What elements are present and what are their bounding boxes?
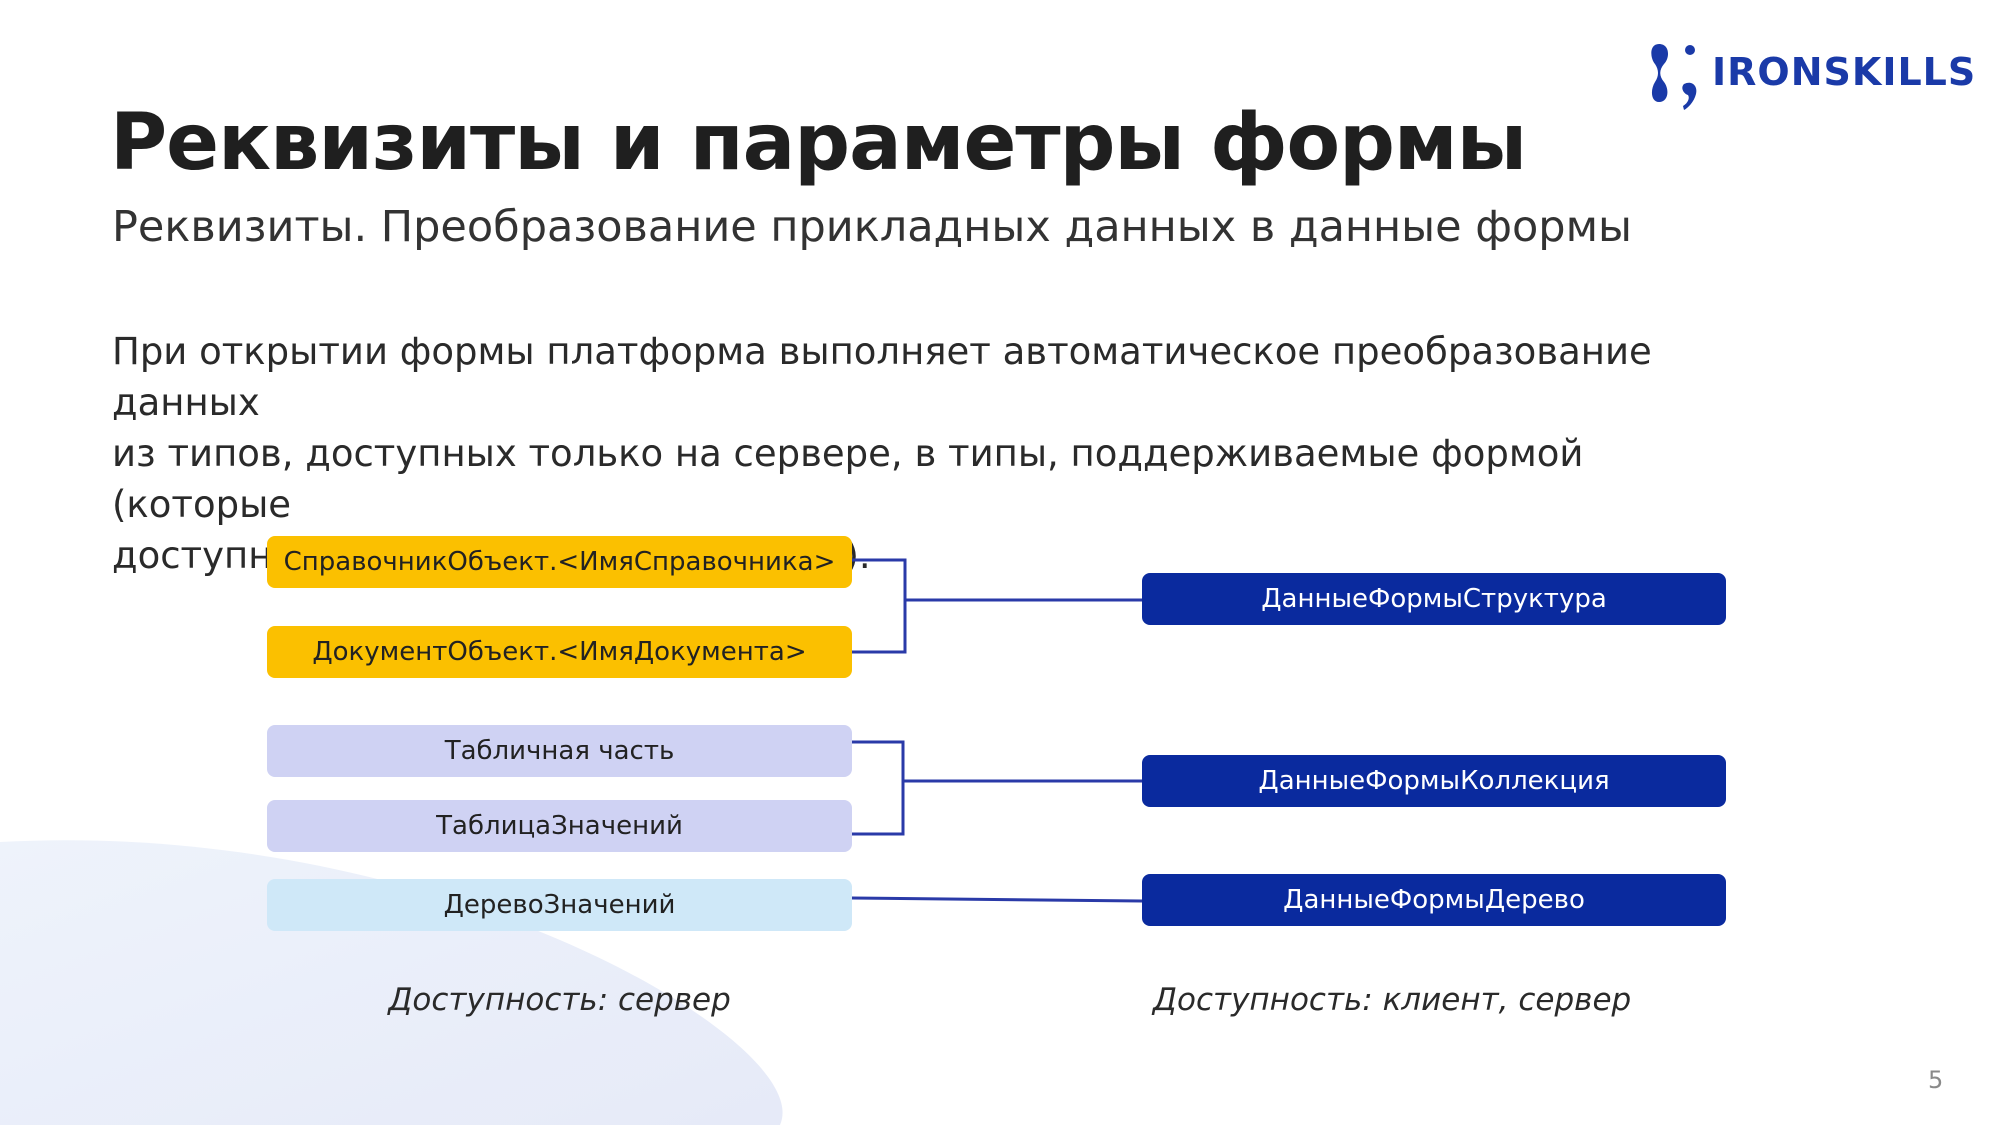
description-paragraph: При открытии формы платформа выполняет а…	[112, 326, 1762, 581]
page-number: 5	[1928, 1066, 1944, 1094]
page-subtitle: Реквизиты. Преобразование прикладных дан…	[112, 202, 1632, 252]
description-line: При открытии формы платформа выполняет а…	[112, 330, 1652, 424]
connector-to-tree	[851, 896, 1143, 903]
connector-tables	[852, 740, 905, 836]
type-catalog-object: СправочникОбъект.<ИмяСправочника>	[267, 536, 852, 588]
type-document-object: ДокументОбъект.<ИмяДокумента>	[267, 626, 852, 678]
server-availability-label: Доступность: сервер	[388, 982, 731, 1018]
type-form-data-tree: ДанныеФормыДерево	[1142, 874, 1726, 926]
type-tabular-section: Табличная часть	[267, 725, 852, 777]
type-value-tree: ДеревоЗначений	[267, 879, 852, 931]
type-form-data-structure: ДанныеФормыСтруктура	[1142, 573, 1726, 625]
description-line: из типов, доступных только на сервере, в…	[112, 432, 1584, 526]
logo-mark-icon	[1651, 44, 1697, 110]
page-title: Реквизиты и параметры формы	[110, 98, 1527, 188]
type-value-table: ТаблицаЗначений	[267, 800, 852, 852]
ironskills-logo: IRONSKILLS	[1650, 40, 1975, 112]
brand-name: IRONSKILLS	[1712, 50, 1977, 94]
client-server-availability-label: Доступность: клиент, сервер	[1152, 982, 1632, 1018]
type-form-data-collection: ДанныеФормыКоллекция	[1142, 755, 1726, 807]
